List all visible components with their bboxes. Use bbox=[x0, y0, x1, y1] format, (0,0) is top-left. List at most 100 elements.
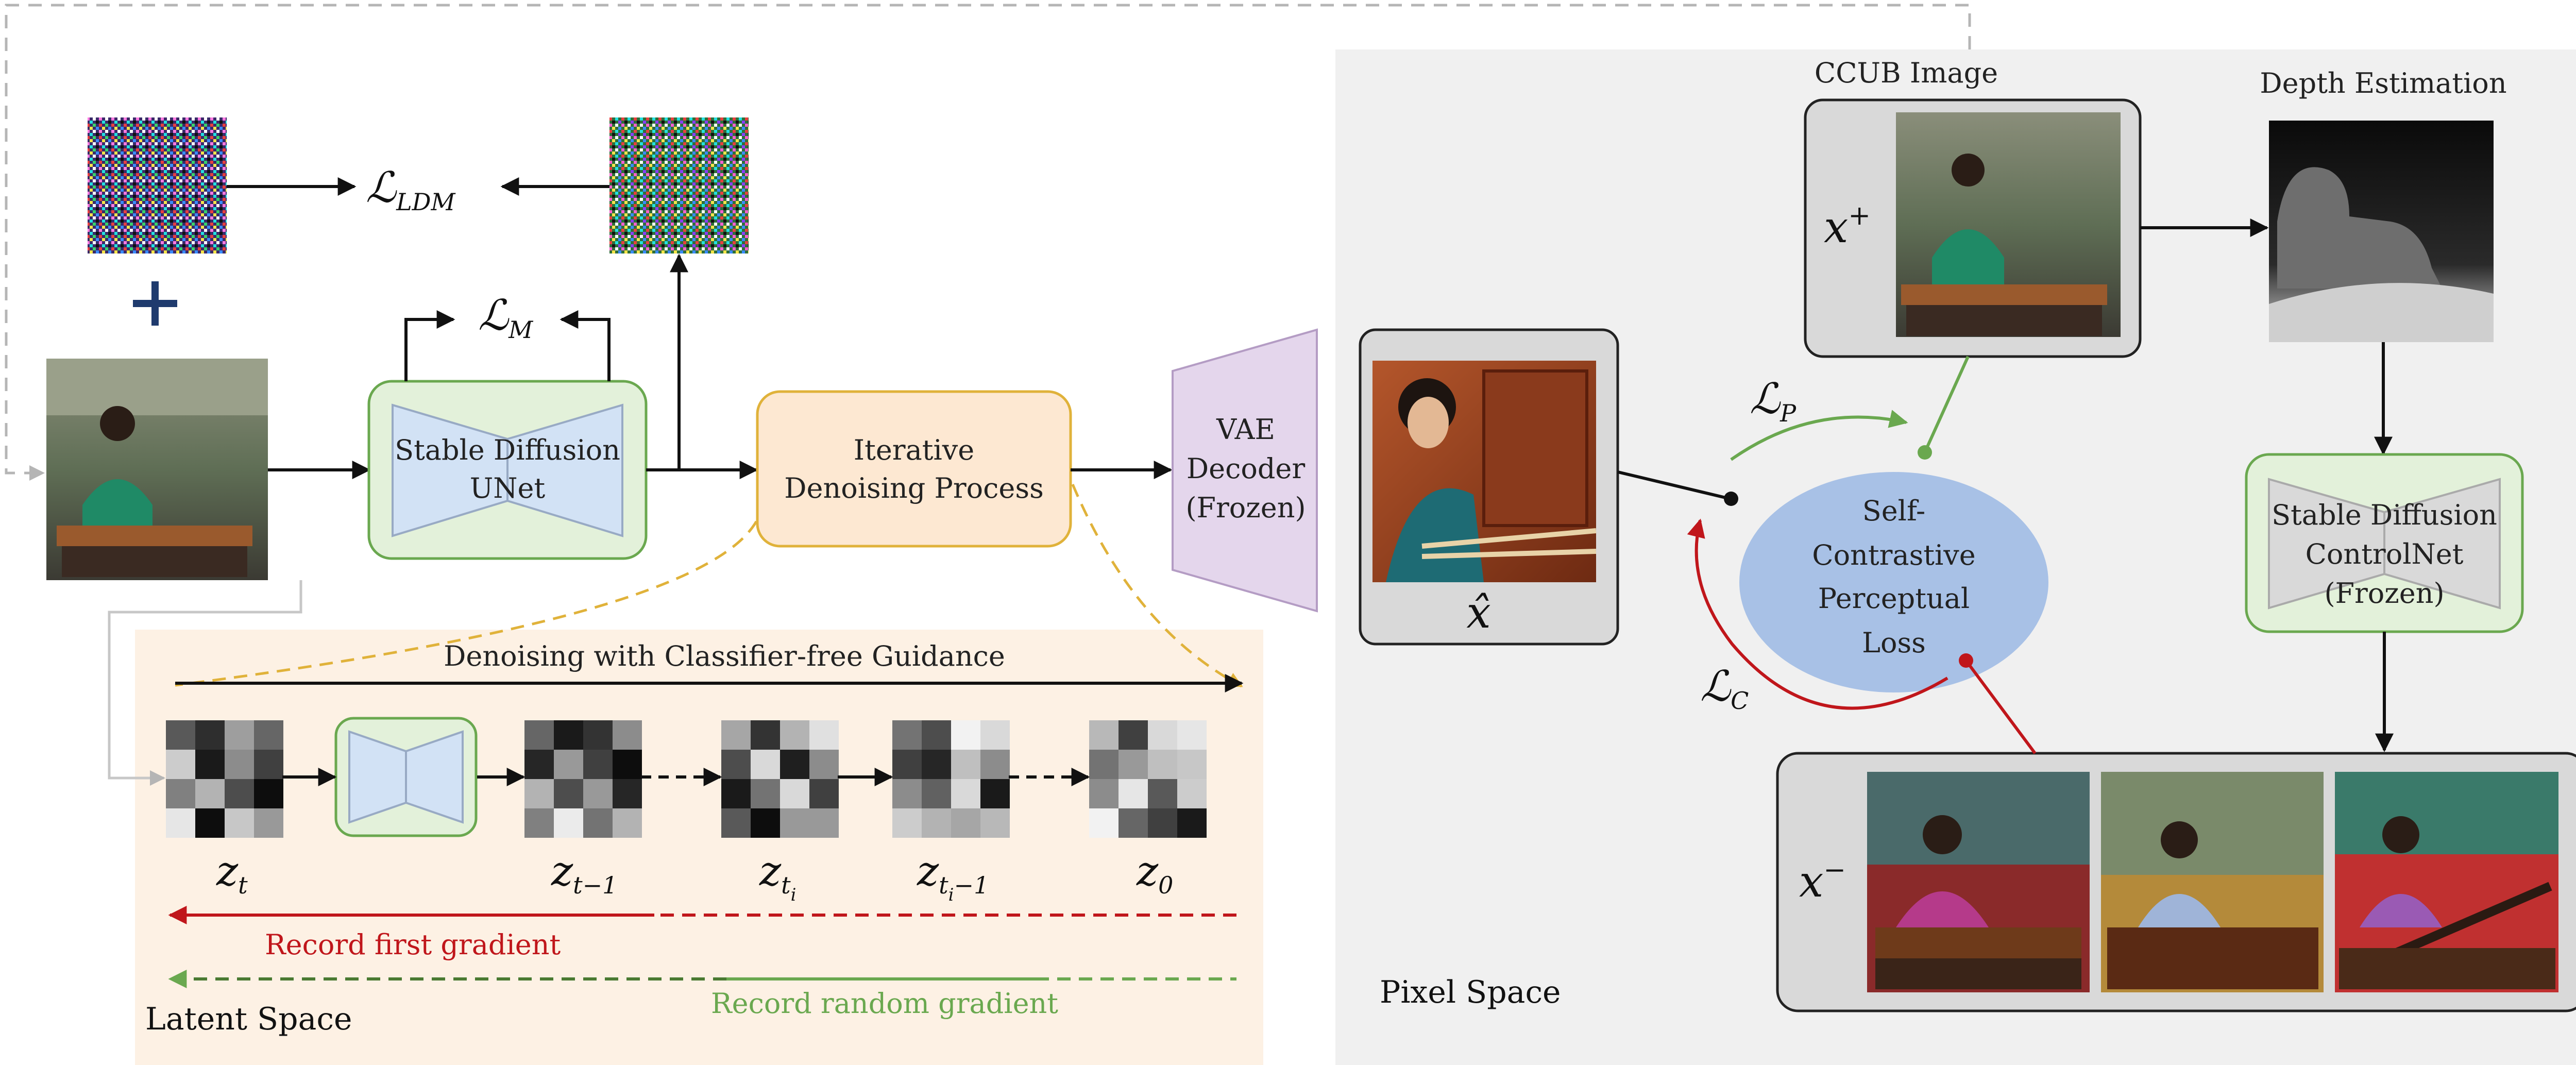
loss-ldm-label: ℒLDM bbox=[366, 163, 456, 216]
zoom-line-right bbox=[1071, 484, 1243, 688]
latent-grid-cell bbox=[195, 720, 225, 750]
latent-grid bbox=[524, 720, 642, 838]
latent-grid-cell bbox=[1177, 779, 1207, 808]
loss-m-label: ℒM bbox=[478, 291, 534, 344]
xhat-label: x̂ bbox=[1466, 587, 1490, 638]
controlnet-trapezoid-right bbox=[2383, 478, 2501, 610]
latent-grid-cell bbox=[524, 779, 554, 808]
latent-grid-cell bbox=[1148, 808, 1177, 838]
latent-grid-cell bbox=[524, 808, 554, 838]
ccub-photo bbox=[1896, 112, 2121, 337]
link-xminus-to-loss bbox=[1964, 660, 2037, 754]
latent-space-title: Latent Space bbox=[145, 1001, 352, 1037]
arrow-unet-to-lm bbox=[404, 310, 455, 381]
latent-grid-cell bbox=[1118, 750, 1148, 779]
latent-grid-cell bbox=[254, 720, 283, 750]
latent-grid-cell bbox=[554, 750, 583, 779]
latent-grid-cell bbox=[1089, 808, 1118, 838]
latent-grid-cell bbox=[809, 750, 839, 779]
plus-icon bbox=[133, 281, 177, 326]
latent-grid-cell bbox=[1177, 750, 1207, 779]
latent-grid-cell bbox=[613, 808, 642, 838]
latent-grids bbox=[166, 720, 1207, 838]
latent-grid-cell bbox=[254, 779, 283, 808]
controlnet-label-line3: (Frozen) bbox=[2324, 577, 2444, 610]
controlnet-label-line1: Stable Diffusion bbox=[2272, 499, 2497, 531]
latent-grid-cell bbox=[1177, 720, 1207, 750]
latent-grid-cell bbox=[780, 808, 809, 838]
gray-link-photo-to-latent bbox=[108, 580, 302, 786]
latent-grid-cell bbox=[751, 720, 780, 750]
latent-grid-cell bbox=[583, 720, 613, 750]
lc-arc bbox=[1687, 518, 1948, 710]
latent-grid-cell bbox=[613, 750, 642, 779]
loss-label-line4: Loss bbox=[1862, 627, 1926, 659]
latent-grid-cell bbox=[225, 720, 254, 750]
latent-grid-cell bbox=[1148, 750, 1177, 779]
latent-grid-cell bbox=[809, 720, 839, 750]
latent-grid-cell bbox=[721, 750, 751, 779]
latent-grid-cell bbox=[1177, 808, 1207, 838]
link-xhat-to-loss bbox=[1617, 470, 1731, 500]
latent-grid-cell bbox=[195, 750, 225, 779]
latent-grid-cell bbox=[780, 779, 809, 808]
latent-grid-cell bbox=[554, 720, 583, 750]
negative-image-2 bbox=[2101, 772, 2324, 992]
latent-grid-cell bbox=[780, 720, 809, 750]
latent-grid-cell bbox=[583, 750, 613, 779]
latent-grid-cell bbox=[809, 779, 839, 808]
latent-grid bbox=[1089, 720, 1207, 838]
latent-grid-cell bbox=[892, 779, 922, 808]
latent-grid-cell bbox=[922, 720, 951, 750]
latent-grid-cell bbox=[922, 779, 951, 808]
loss-p-label: ℒP bbox=[1750, 375, 1797, 427]
latent-grid-cell bbox=[166, 808, 195, 838]
vae-decoder-block bbox=[1172, 328, 1318, 613]
latent-grid-cell bbox=[583, 779, 613, 808]
latent-grid bbox=[166, 720, 283, 838]
loss-label-line3: Perceptual bbox=[1818, 582, 1970, 615]
vae-label-line2: Decoder bbox=[1187, 452, 1306, 485]
loss-label-line2: Contrastive bbox=[1812, 539, 1975, 571]
latent-grid-cell bbox=[892, 808, 922, 838]
feedback-dashed-loop bbox=[5, 4, 1971, 481]
latent-grid-cell bbox=[922, 750, 951, 779]
latent-grid-cell bbox=[980, 720, 1010, 750]
latent-grid-cell bbox=[1089, 750, 1118, 779]
loss-c-label: ℒC bbox=[1700, 662, 1749, 715]
iterative-denoising-block bbox=[756, 390, 1072, 548]
ccub-image-label: CCUB Image bbox=[1815, 57, 1998, 89]
latent-grid-cell bbox=[554, 779, 583, 808]
latent-grid-cell bbox=[721, 720, 751, 750]
latent-label-zt: zt bbox=[216, 847, 248, 899]
latent-grid-cell bbox=[225, 808, 254, 838]
latent-label-z0: z0 bbox=[1136, 847, 1173, 899]
latent-grid-cell bbox=[1118, 808, 1148, 838]
latent-grid bbox=[721, 720, 839, 838]
latent-grid-cell bbox=[809, 808, 839, 838]
latent-grid-cell bbox=[254, 750, 283, 779]
latent-unet-right bbox=[405, 730, 464, 824]
controlnet-label-line2: ControlNet bbox=[2306, 538, 2464, 570]
link-xminus-dot bbox=[1959, 653, 1973, 668]
record-random-label: Record random gradient bbox=[711, 987, 1058, 1020]
latent-grid-cell bbox=[1089, 720, 1118, 750]
latent-space-region bbox=[135, 630, 1263, 1065]
latent-grid-cell bbox=[1118, 779, 1148, 808]
latent-grid-cell bbox=[166, 779, 195, 808]
xminus-label: x− bbox=[1799, 855, 1846, 907]
pixel-space-title: Pixel Space bbox=[1380, 974, 1561, 1010]
link-xplus-dot bbox=[1918, 445, 1932, 460]
latent-grid-cell bbox=[751, 808, 780, 838]
vae-label-line1: VAE bbox=[1216, 413, 1275, 446]
latent-grid-cell bbox=[751, 750, 780, 779]
latent-label-zt-1: zt−1 bbox=[551, 847, 617, 899]
guidance-label: Denoising with Classifier-free Guidance bbox=[444, 640, 1005, 672]
input-photo bbox=[46, 359, 268, 580]
latent-grid-cell bbox=[1089, 779, 1118, 808]
latent-grid bbox=[892, 720, 1010, 838]
xplus-label: x+ bbox=[1824, 200, 1871, 252]
latent-grid-cell bbox=[524, 750, 554, 779]
